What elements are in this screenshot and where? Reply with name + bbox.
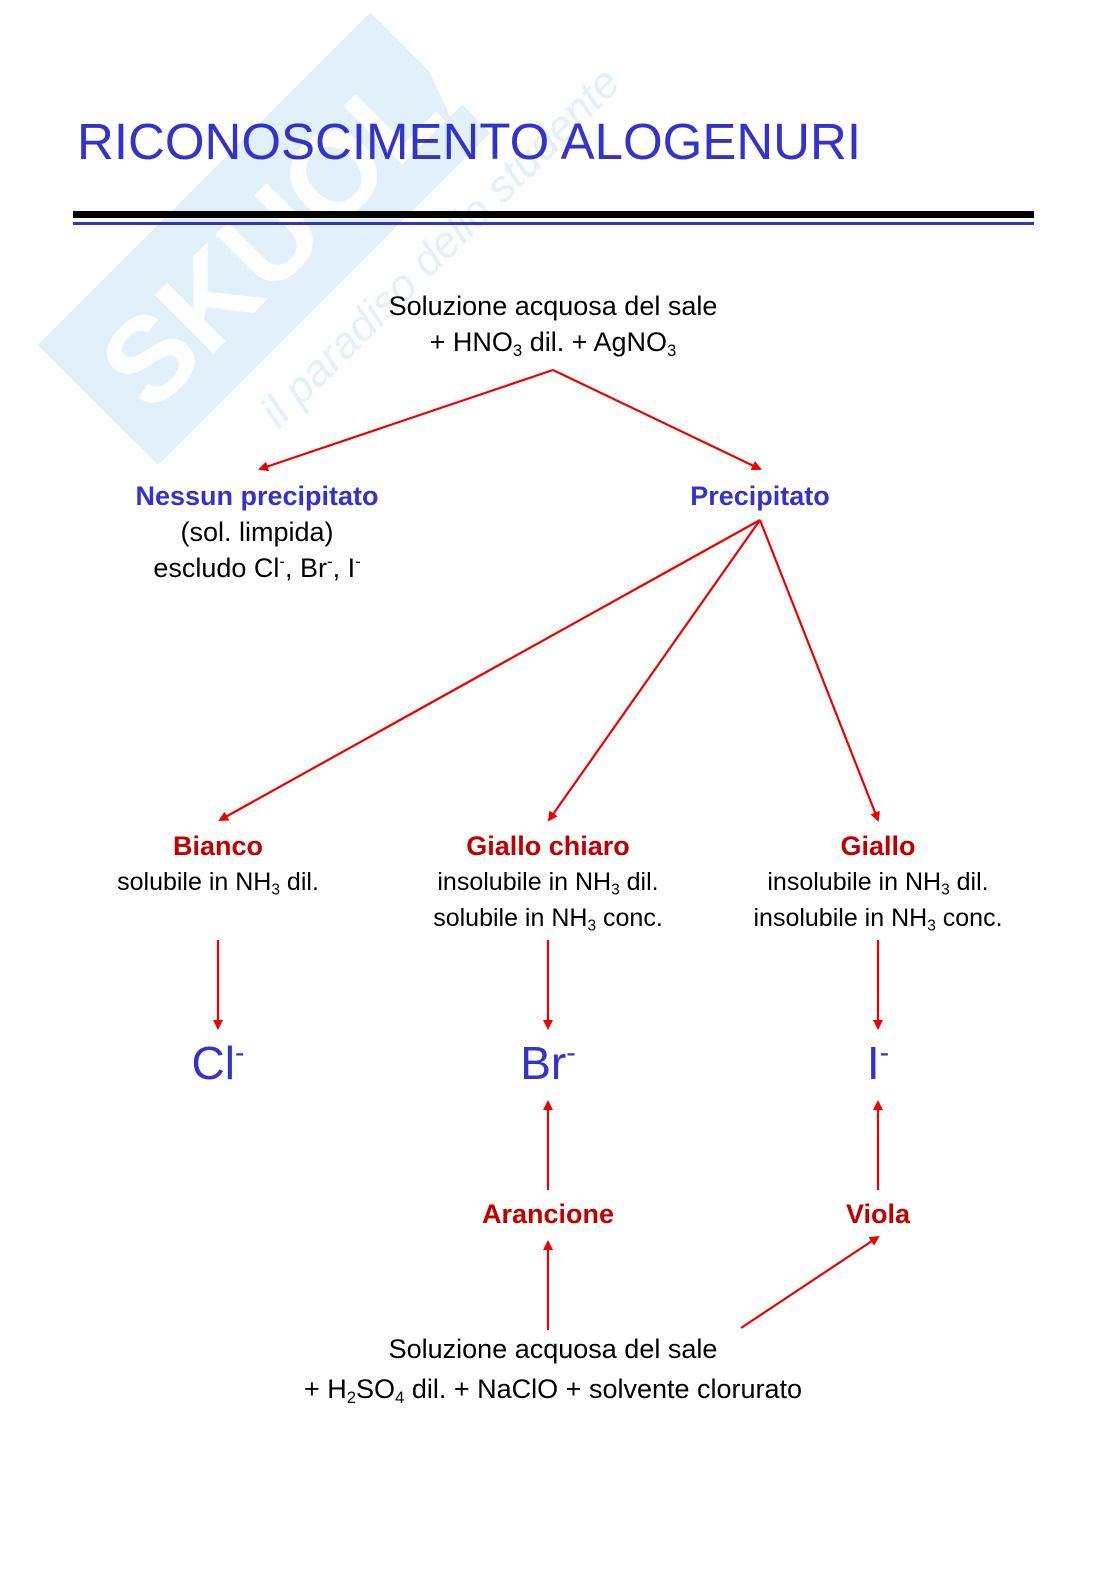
orange-heading: Arancione	[481, 1199, 615, 1229]
light-yellow-solubility-conc: solubile in NH3 conc.	[433, 904, 663, 935]
title-divider-blue	[73, 222, 1034, 225]
arrow-to-precipitate	[552, 369, 762, 471]
yellow-heading: Giallo	[840, 831, 916, 861]
light-yellow-node: Giallo chiaro insolubile in NH3 dil. sol…	[433, 828, 663, 936]
precipitate-heading: Precipitato	[690, 481, 830, 511]
arrow-to-no-precipitate	[258, 368, 554, 472]
excluded-ions: escludo Cl-, Br-, I-	[153, 551, 361, 583]
violet-heading: Viola	[845, 1199, 911, 1229]
yellow-node: Giallo insolubile in NH3 dil. insolubile…	[753, 828, 1002, 936]
ion-chloride: Cl-	[191, 1036, 245, 1089]
no-precipitate-note: (sol. limpida)	[180, 517, 334, 547]
white-heading: Bianco	[172, 831, 264, 861]
ion-iodide: I-	[866, 1036, 890, 1089]
light-yellow-solubility-dil: insolubile in NH3 dil.	[437, 868, 659, 899]
no-precipitate-heading: Nessun precipitato	[135, 481, 379, 511]
bottom-reagent-line2: + H2SO4 dil. + NaClO + solvente clorurat…	[303, 1374, 803, 1408]
arrow-to-yellow	[758, 519, 880, 822]
top-reagent: Soluzione acquosa del sale + HNO3 dil. +…	[389, 288, 718, 360]
arrow-to-light-yellow	[547, 519, 761, 822]
arrow-to-white	[218, 519, 761, 821]
title-divider-black	[73, 211, 1034, 218]
white-node: Bianco solubile in NH3 dil.	[117, 828, 319, 900]
arrow-to-violet	[740, 1235, 880, 1329]
white-solubility: solubile in NH3 dil.	[117, 868, 319, 899]
bottom-reagent: Soluzione acquosa del sale + H2SO4 dil. …	[304, 1329, 802, 1409]
top-reagent-line1: Soluzione acquosa del sale	[388, 291, 718, 321]
no-precipitate-node: Nessun precipitato (sol. limpida) esclud…	[135, 478, 378, 586]
page-title: RICONOSCIMENTO ALOGENURI	[77, 113, 862, 170]
ion-bromide: Br-	[520, 1036, 576, 1089]
top-reagent-line2: + HNO3 dil. + AgNO3	[429, 327, 677, 361]
light-yellow-heading: Giallo chiaro	[466, 831, 630, 861]
bottom-reagent-line1: Soluzione acquosa del sale	[388, 1334, 718, 1364]
yellow-solubility-dil: insolubile in NH3 dil.	[767, 868, 989, 899]
yellow-solubility-conc: insolubile in NH3 conc.	[753, 904, 1003, 935]
